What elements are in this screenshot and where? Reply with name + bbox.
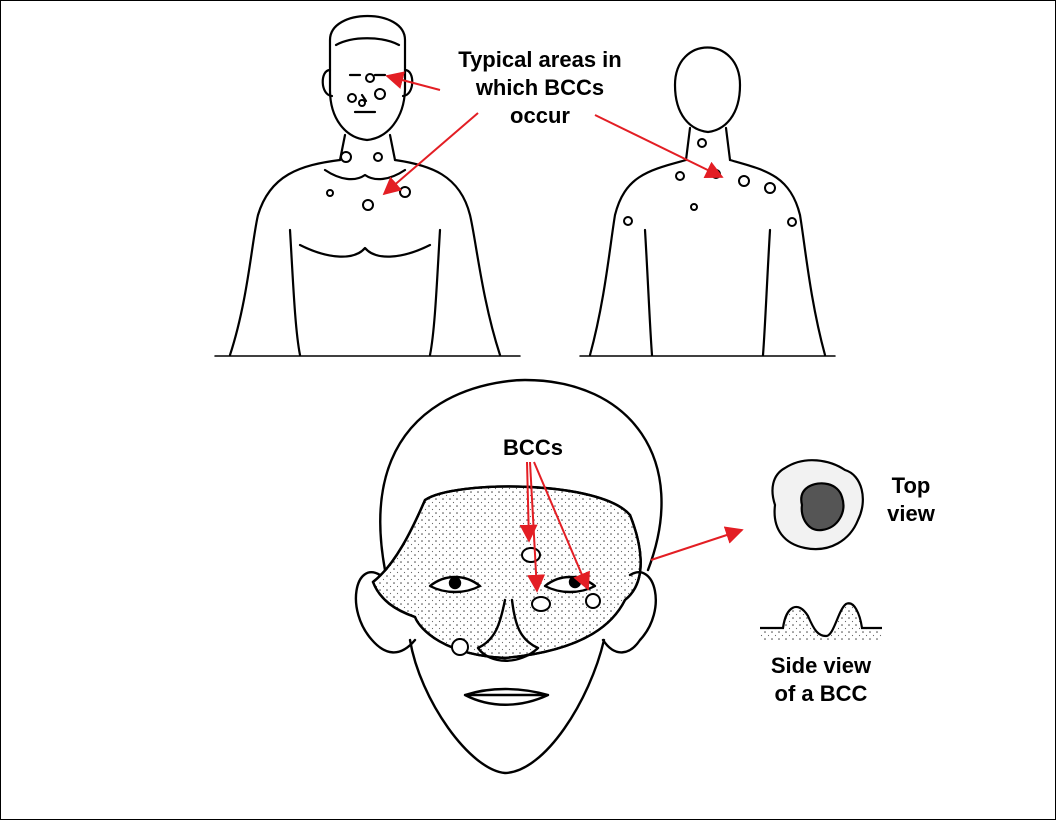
spot-back-neck	[698, 139, 706, 147]
spot-back-shoulder-right2	[765, 183, 775, 193]
spot-back-arm-left	[624, 217, 632, 225]
spot-front-forehead	[366, 74, 374, 82]
back-bcc-spots	[624, 139, 796, 226]
back-torso	[645, 230, 770, 355]
back-shoulders	[590, 160, 825, 355]
front-hair-line	[336, 38, 399, 45]
top-view-label: Top view	[876, 472, 946, 528]
spot-front-cheek	[348, 94, 356, 102]
typical-areas-line-3: occur	[420, 102, 660, 130]
top-view-bcc	[772, 460, 862, 549]
mouth	[465, 689, 548, 705]
spot-face-forehead	[522, 548, 540, 562]
side-view-line-2: of a BCC	[756, 680, 886, 708]
back-head-outline	[675, 48, 740, 133]
right-pupil	[570, 577, 580, 587]
spot-front-neck-left	[341, 152, 351, 162]
spot-face-eye	[586, 594, 600, 608]
side-view-label: Side view of a BCC	[756, 652, 886, 708]
front-shoulders	[230, 160, 500, 355]
spot-back-shoulder-right1	[739, 176, 749, 186]
arrow-to-views	[651, 530, 742, 560]
spot-front-chest-mid	[363, 200, 373, 210]
top-view-line-1: Top	[876, 472, 946, 500]
spot-back-mid	[691, 204, 697, 210]
front-chest	[300, 245, 430, 257]
top-view-core	[801, 483, 843, 530]
bccs-label: BCCs	[478, 434, 588, 462]
top-view-line-2: view	[876, 500, 946, 528]
typical-areas-line-2: which BCCs	[420, 74, 660, 102]
mask-region	[373, 486, 641, 658]
front-bcc-spots	[327, 74, 410, 210]
front-collar	[325, 170, 405, 179]
side-view-line-1: Side view	[756, 652, 886, 680]
side-view-bcc	[760, 603, 882, 640]
spot-back-arm-right	[788, 218, 796, 226]
spot-face-cheek	[452, 639, 468, 655]
spot-front-chest-left	[327, 190, 333, 196]
typical-areas-label: Typical areas in which BCCs occur	[420, 46, 660, 130]
left-pupil	[450, 578, 460, 588]
spot-front-chest-right	[400, 187, 410, 197]
spot-front-neck-right	[374, 153, 382, 161]
spot-face-nose	[532, 597, 550, 611]
spot-back-shoulder-left	[676, 172, 684, 180]
spot-front-nose	[359, 100, 365, 106]
typical-areas-line-1: Typical areas in	[420, 46, 660, 74]
bccs-label-text: BCCs	[478, 434, 588, 462]
spot-front-eye	[375, 89, 385, 99]
